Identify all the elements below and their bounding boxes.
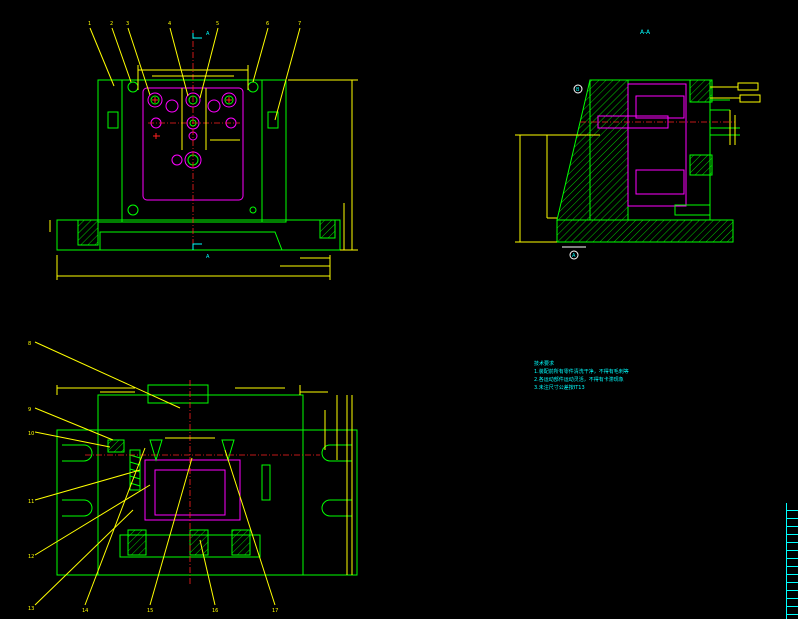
section-clamp — [635, 95, 685, 119]
section-bolt-bottom — [674, 204, 711, 216]
section-dimensions — [515, 82, 761, 243]
svg-text:14: 14 — [82, 608, 88, 614]
title-block-strip — [786, 503, 798, 619]
bolt-tl — [127, 81, 139, 93]
svg-text:3: 3 — [126, 21, 129, 27]
b-mark: B — [576, 87, 580, 93]
b-mark-circle — [573, 84, 583, 94]
right-column — [261, 79, 287, 223]
base-step — [57, 231, 340, 251]
plan-pin-right — [221, 439, 235, 462]
svg-text:11: 11 — [28, 499, 34, 505]
leaders-bottom — [34, 341, 276, 606]
section-base — [556, 219, 734, 243]
section-arrow-bottom — [192, 243, 202, 250]
leaders-top — [89, 27, 301, 121]
red-marks-front — [152, 97, 232, 139]
plan-hatch-3 — [231, 529, 251, 556]
left-slot — [107, 111, 119, 129]
plan-dimensions — [56, 385, 353, 575]
base-plate — [56, 219, 341, 251]
plan-hatch-1 — [127, 529, 147, 556]
section-title: A-A — [640, 29, 651, 36]
section-letter-bottom: A — [206, 254, 210, 260]
notes-line-2: 2.各运动部件运动灵活，不得有卡滞现象 — [534, 377, 624, 383]
a-mark-circle — [569, 250, 579, 260]
technical-notes: 技术要求 1.装配前所有零件清洗干净，不得有毛刺等 2.各运动部件运动灵活，不得… — [534, 360, 629, 392]
top-leader-labels: 1 2 3 4 5 6 7 — [88, 21, 301, 27]
svg-text:8: 8 — [28, 341, 31, 347]
section-plate — [627, 83, 687, 207]
section-workpiece — [635, 169, 685, 195]
bolt-br — [249, 206, 257, 214]
svg-text:10: 10 — [28, 431, 34, 437]
plan-top-block — [147, 384, 209, 404]
svg-text:5: 5 — [216, 21, 219, 27]
svg-text:2: 2 — [110, 21, 113, 27]
plan-body — [97, 394, 304, 576]
svg-text:17: 17 — [272, 608, 278, 614]
plan-hatch-2 — [189, 529, 209, 556]
front-dimensions — [49, 65, 358, 280]
base-hatch-right — [319, 219, 336, 239]
slot-left-top — [62, 444, 93, 462]
plan-hatch-left — [107, 439, 125, 453]
main-body — [121, 79, 263, 223]
svg-text:15: 15 — [147, 608, 153, 614]
plan-view: 8 9 10 11 12 13 14 15 16 17 — [28, 341, 358, 614]
clamp-group — [147, 92, 237, 169]
svg-text:16: 16 — [212, 608, 218, 614]
notes-line-3: 3.未注尺寸公差按IT13 — [534, 385, 585, 391]
bolt-bl — [127, 204, 139, 216]
section-arrow-top — [192, 33, 202, 39]
section-hatch-mid — [689, 154, 713, 176]
section-letter-top: A — [206, 31, 210, 37]
a-mark: A — [572, 253, 576, 259]
plan-workpiece — [144, 459, 241, 521]
svg-text:13: 13 — [28, 606, 34, 612]
section-view: B A — [515, 79, 761, 260]
svg-text:12: 12 — [28, 554, 34, 560]
bottom-leader-labels: 8 9 10 11 12 13 14 15 16 17 — [28, 341, 278, 614]
right-slot — [267, 111, 279, 129]
svg-text:4: 4 — [168, 21, 171, 27]
plan-rod-right — [261, 464, 271, 501]
section-hatch-top — [689, 79, 713, 103]
slot-left-bottom — [62, 499, 93, 517]
svg-text:7: 7 — [298, 21, 301, 27]
section-support — [556, 79, 629, 221]
left-column — [97, 79, 123, 223]
front-view: 1 2 3 4 5 6 7 A A — [49, 21, 358, 280]
bolt-tr — [247, 81, 259, 93]
slot-right-bottom — [321, 499, 352, 517]
svg-text:1: 1 — [88, 21, 91, 27]
base-hatch-left — [77, 219, 99, 246]
slot-right-top — [321, 444, 352, 462]
notes-line-1: 1.装配前所有零件清洗干净，不得有毛刺等 — [534, 369, 629, 375]
svg-text:6: 6 — [266, 21, 269, 27]
svg-text:9: 9 — [28, 407, 31, 413]
notes-title: 技术要求 — [534, 361, 555, 367]
plan-pin-left — [149, 439, 163, 462]
